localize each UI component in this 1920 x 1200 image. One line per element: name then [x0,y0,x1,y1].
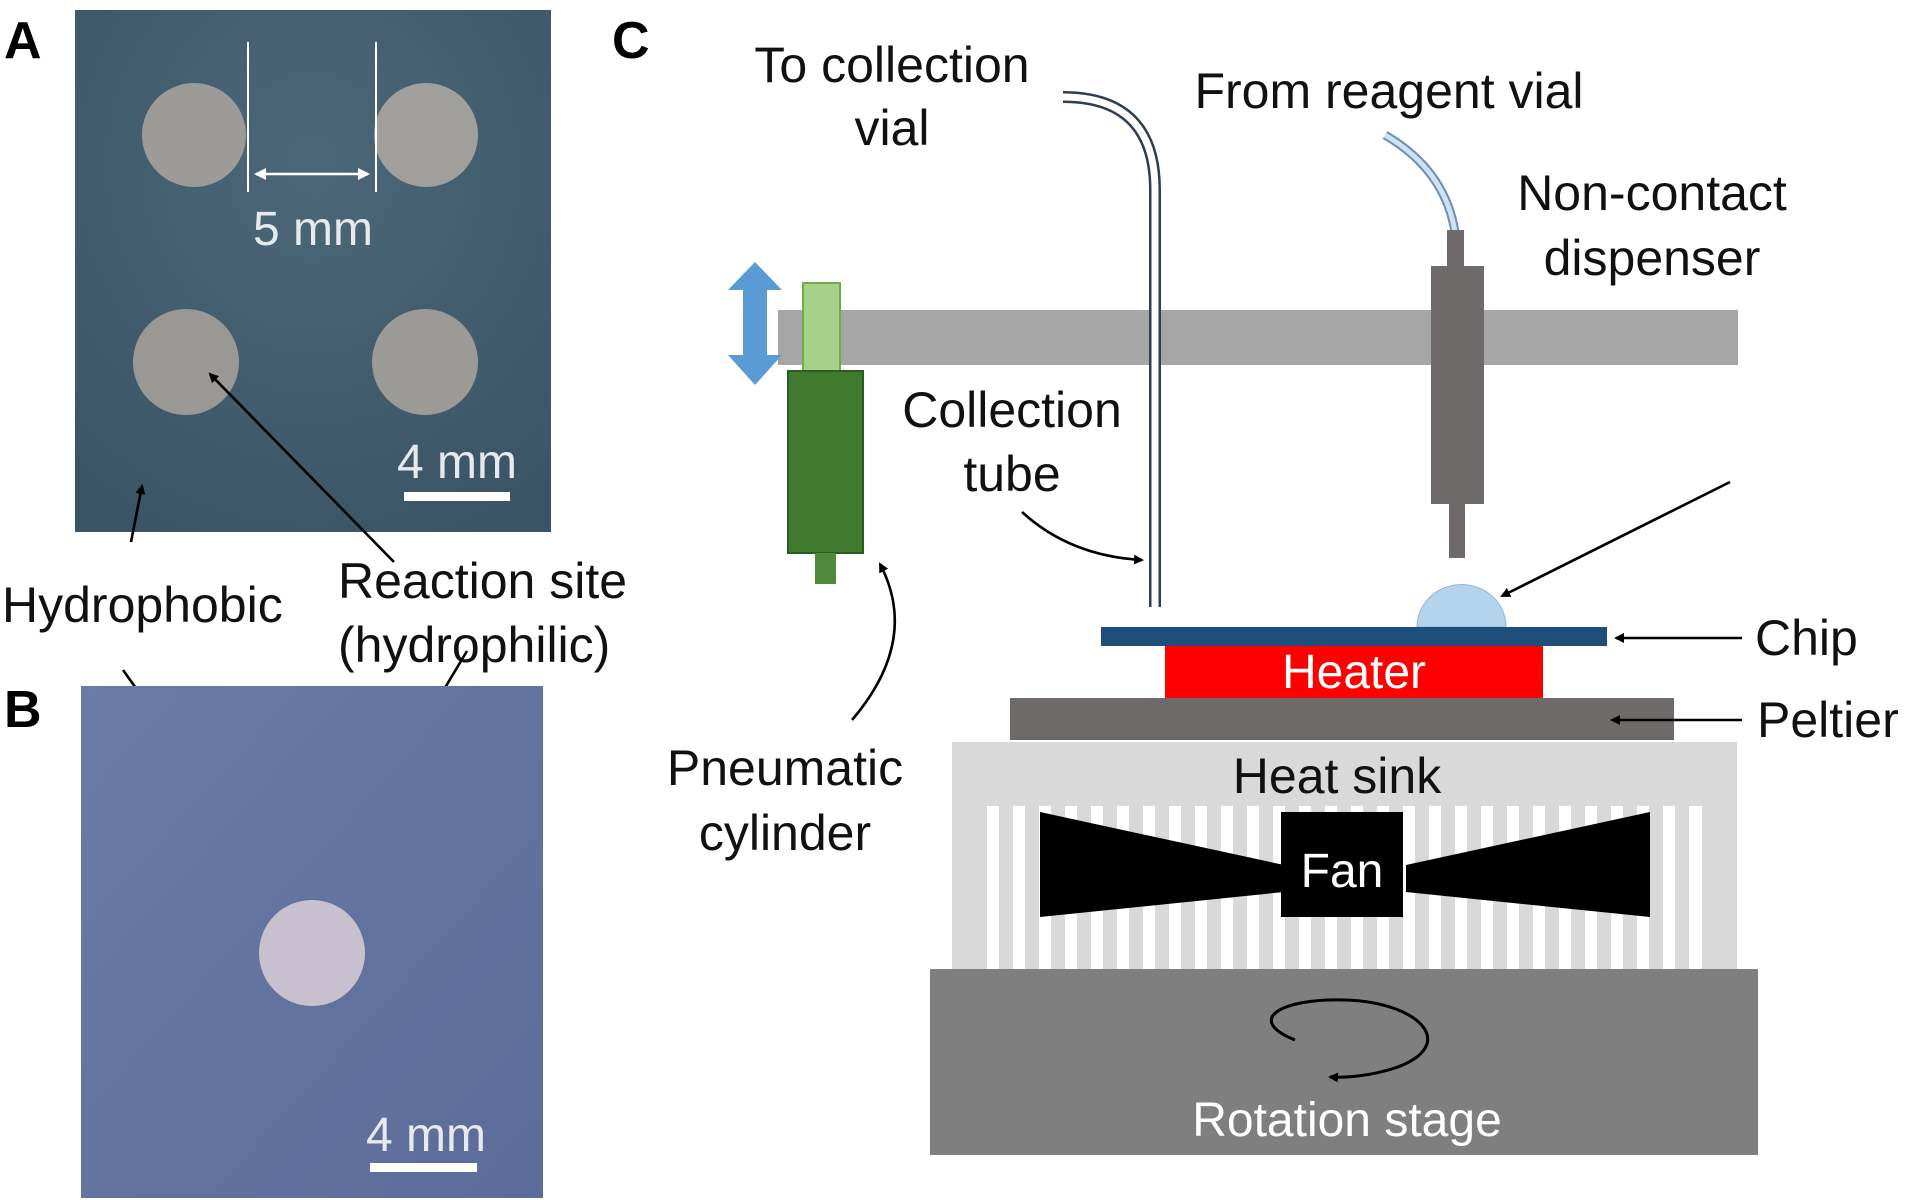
heater [1165,646,1543,698]
fan-blade-left [1040,812,1284,917]
panel-b-letter: B [4,681,42,739]
dispenser-label-line2: dispenser [1544,230,1761,286]
dispenser-nozzle [1449,502,1465,558]
panel-a-scale-bar [404,492,510,501]
heat-sink-fin [1649,806,1663,969]
panel-b-scale-bar [370,1163,477,1172]
heat-sink-fin [1025,806,1039,969]
panel-a-photo [75,10,551,532]
heat-sink-fin [999,806,1013,969]
droplet-arrow [1500,480,1731,598]
fan-label: Fan [1301,845,1384,898]
cylinder-body [787,370,864,554]
reaction-site-label-line2: (hydrophilic) [338,617,610,673]
rotation-icon [1269,998,1430,1083]
reagent-line-inner [1383,132,1458,233]
heat-sink-base [952,742,1737,806]
chip [1101,627,1607,646]
pneumatic-arrow [851,562,897,721]
heat-sink-label: Heat sink [1233,748,1442,804]
cylinder-rod [802,282,841,372]
to-collection-label-line2: vial [854,100,929,156]
panel-a-letter: A [4,12,42,70]
reaction-site-top-left [142,83,246,187]
dispenser-body [1431,266,1484,504]
dispenser-label-line1: Non-contact [1517,165,1787,221]
cylinder-tail [815,553,836,584]
heat-sink-post [952,806,987,969]
reaction-site-top-right [374,83,478,187]
reaction-site-bottom-right [372,309,478,415]
panel-b-scale-label: 4 mm [366,1109,486,1162]
collection-tube-arrow [1021,511,1144,565]
from-reagent-label: From reagent vial [1194,63,1583,119]
dispenser-inlet [1447,230,1464,268]
droplet [1416,584,1507,628]
heat-sink-fin [1675,806,1689,969]
collection-tube-bore [1062,93,1159,607]
collection-tube-label-line1: Collection [902,382,1122,438]
reaction-site-label-line1: Reaction site [338,553,627,609]
reagent-line [1382,131,1460,233]
collection-tube-label-line2: tube [963,446,1060,502]
reaction-site-bottom-left [133,309,239,415]
fan-blade-right [1406,812,1650,917]
hydrophobic-arrow-a [129,484,146,543]
rotation-stage-label: Rotation stage [1192,1094,1502,1147]
heater-label: Heater [1282,646,1426,699]
hydrophobic-label: Hydrophobic [2,577,283,633]
fan-hub [1281,812,1403,917]
motion-arrow-icon [728,262,782,385]
reaction-site-arrow-a [208,372,395,563]
pneumatic-label-line2: cylinder [699,805,871,861]
panel-a-scale-label: 4 mm [397,436,517,489]
reaction-site-b [259,900,365,1006]
peltier [1010,698,1674,740]
spacing-label: 5 mm [253,203,373,256]
support-bar [778,310,1738,365]
peltier-label: Peltier [1757,692,1899,748]
heat-sink-post [1702,806,1737,969]
chip-label: Chip [1755,610,1858,666]
to-collection-label-line1: To collection [754,37,1029,93]
panel-c-letter: C [612,12,650,70]
pneumatic-label-line1: Pneumatic [667,740,903,796]
